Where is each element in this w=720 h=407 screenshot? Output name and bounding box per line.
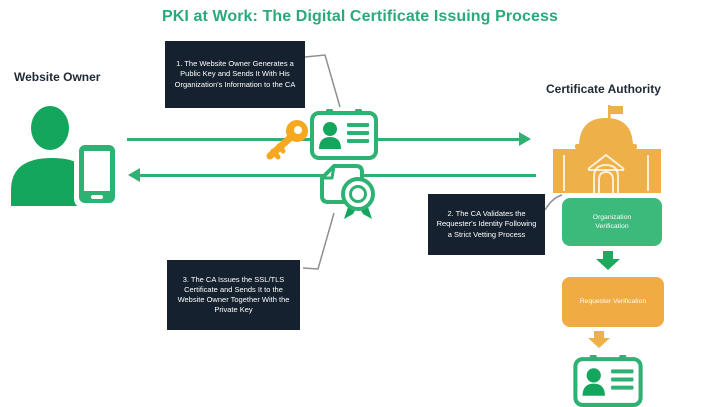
diagram-title: PKI at Work: The Digital Certificate Iss… — [161, 8, 559, 25]
ssl-certificate-icon — [320, 164, 375, 219]
public-key-icon — [266, 120, 308, 160]
step-2-text: 2. The CA Validates the Requester's Iden… — [436, 209, 537, 239]
down-arrow-orange-icon — [588, 331, 610, 348]
requester-id-card-icon — [573, 355, 643, 407]
organization-verification-box: Organization Verification — [562, 198, 662, 246]
certificate-authority-label: Certificate Authority — [546, 82, 661, 96]
website-owner-label: Website Owner — [14, 70, 101, 84]
requester-verification-label: Requester Verification — [579, 298, 647, 306]
issue-arrowhead-icon — [128, 168, 140, 182]
request-arrowhead-icon — [519, 132, 531, 146]
requester-verification-box: Requester Verification — [562, 277, 664, 327]
step-1-box: 1. The Website Owner Generates a Public … — [165, 41, 305, 108]
step-2-box: 2. The CA Validates the Requester's Iden… — [428, 194, 545, 255]
website-owner-person-icon — [11, 106, 120, 208]
ca-building-icon — [553, 105, 661, 193]
down-arrow-green-icon — [596, 251, 620, 270]
step-1-text: 1. The Website Owner Generates a Public … — [174, 59, 296, 89]
step-3-box: 3. The CA Issues the SSL/TLS Certificate… — [167, 260, 300, 330]
phone-icon — [74, 140, 120, 208]
organization-verification-label: Organization Verification — [592, 213, 632, 230]
id-card-icon — [310, 109, 378, 160]
step-3-text: 3. The CA Issues the SSL/TLS Certificate… — [177, 274, 290, 315]
